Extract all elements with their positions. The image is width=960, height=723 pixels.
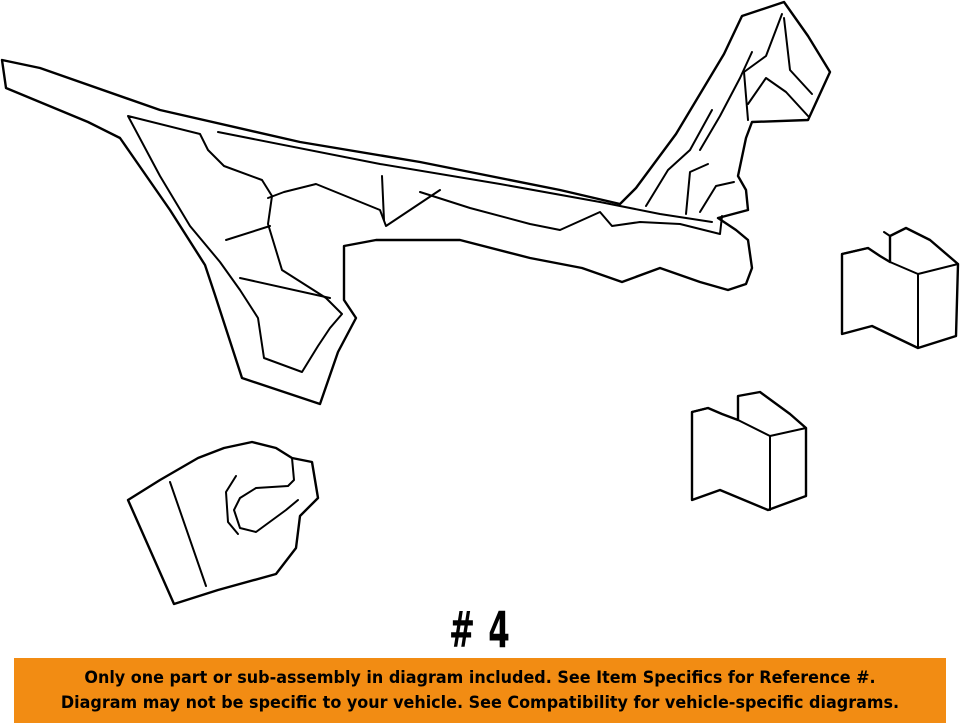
clip-block-right [840, 226, 960, 350]
notice-line-1: Only one part or sub-assembly in diagram… [84, 668, 876, 688]
notice-banner: Only one part or sub-assembly in diagram… [14, 658, 946, 723]
reference-number: # 4 [448, 601, 512, 659]
reinforcement-bracket [0, 0, 832, 406]
notice-line-2: Diagram may not be specific to your vehi… [60, 693, 900, 713]
clip-block-center [690, 390, 808, 512]
retainer-pad [126, 440, 320, 606]
